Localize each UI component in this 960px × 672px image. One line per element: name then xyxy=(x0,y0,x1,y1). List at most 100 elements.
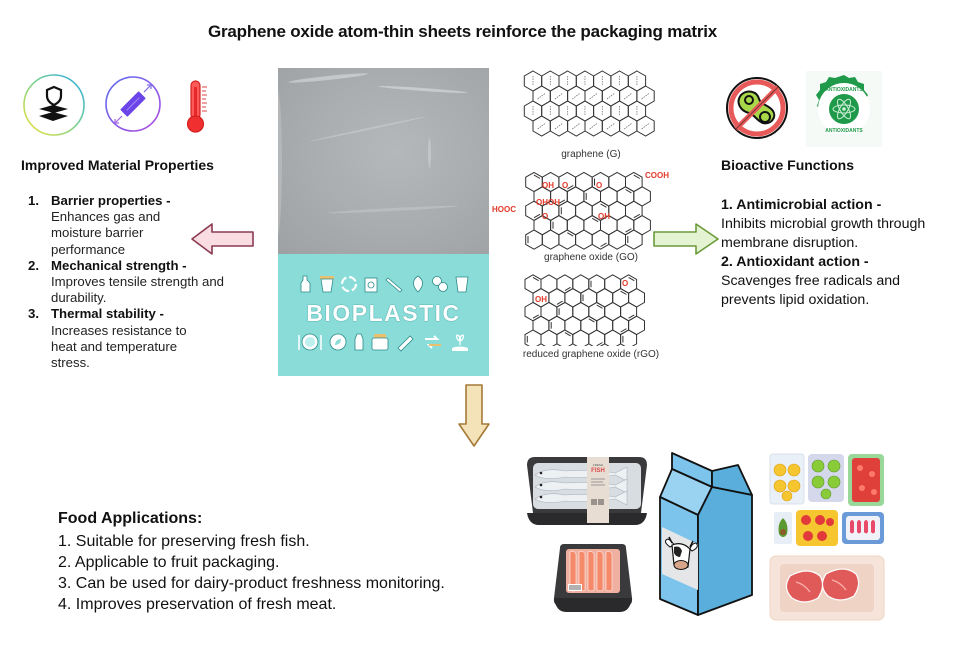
double-bond xyxy=(564,286,571,292)
food-application-item: 2. Applicable to fruit packaging. xyxy=(58,554,280,571)
hexagon-ring xyxy=(572,329,590,346)
delocalized-bond xyxy=(606,92,616,100)
property-number: 1. xyxy=(28,193,39,208)
tube-icon xyxy=(384,277,403,293)
hexagon-ring xyxy=(588,329,606,346)
hexagon-ring xyxy=(549,115,569,137)
double-bond xyxy=(596,304,603,309)
delocalized-bond xyxy=(572,122,581,130)
property-item-mechanical: 2. Mechanical strength - Improves tensil… xyxy=(28,258,243,307)
hand-sprout-icon xyxy=(452,334,468,351)
delocalized-bond xyxy=(572,92,581,100)
barrier-layers-shield-icon xyxy=(23,74,85,136)
container-icon xyxy=(371,334,389,351)
hexagon-ring xyxy=(575,229,593,250)
bioactive-functions-heading: Bioactive Functions xyxy=(721,157,855,173)
property-item-barrier: 1. Barrier properties - Enhances gas and… xyxy=(28,193,243,258)
graphene-structure-diagram xyxy=(523,70,655,137)
delocalized-bond xyxy=(554,92,564,100)
oh-group-label: OH xyxy=(536,198,548,207)
double-bond xyxy=(633,213,641,219)
hexagon-lattice xyxy=(523,70,655,137)
fish-label-top: FRESH xyxy=(593,463,603,467)
double-bond xyxy=(532,314,539,319)
delocalized-bond xyxy=(537,92,546,100)
delocalized-bond xyxy=(589,92,598,100)
oh-group-label: OH xyxy=(598,212,610,221)
bioplastic-icons-bottom xyxy=(298,332,470,352)
delocalized-bond xyxy=(554,122,564,130)
tensile-strength-stretch-icon xyxy=(105,76,161,132)
delocalized-bond xyxy=(624,122,633,130)
thermometer-icon xyxy=(186,80,207,133)
double-bond xyxy=(625,189,632,194)
oh-group-label: OH xyxy=(535,295,547,304)
hexagon-lattice xyxy=(525,171,651,250)
fish-tray-illustration: FRESH FISH xyxy=(527,457,647,525)
double-bond xyxy=(567,232,574,237)
arrow-down-icon xyxy=(458,384,490,447)
property-title: Barrier properties - xyxy=(51,193,171,208)
double-bond xyxy=(620,290,627,295)
food-application-item: 3. Can be used for dairy-product freshne… xyxy=(58,575,445,592)
hexagon-ring xyxy=(540,329,558,346)
hexagon-ring xyxy=(620,329,638,346)
double-bond xyxy=(628,314,635,319)
property-description: Improves tensile strength and durability… xyxy=(51,274,224,306)
cooh-group-label: COOH xyxy=(645,171,669,180)
badge-text-top: ANTIOXIDANTS xyxy=(825,87,863,93)
delocalized-bond xyxy=(624,92,633,100)
property-number: 2. xyxy=(28,257,39,273)
double-bond xyxy=(564,332,571,337)
hexagon-ring xyxy=(532,115,551,137)
delocalized-bond xyxy=(641,122,650,130)
hexagon-ring xyxy=(556,329,574,346)
jar-icon xyxy=(365,277,378,293)
graphene-oxide-caption: graphene oxide (GO) xyxy=(544,252,638,263)
arrow-left-icon xyxy=(191,223,254,255)
hexagon-ring xyxy=(619,115,638,137)
oh-group-label: OH xyxy=(548,198,560,207)
delocalized-bond xyxy=(589,122,598,130)
function-title-antimicrobial: 1. Antimicrobial action - xyxy=(721,197,882,213)
figure-title: Graphene oxide atom-thin sheets reinforc… xyxy=(207,22,718,41)
bottle-icon xyxy=(300,275,311,293)
double-bond xyxy=(532,276,539,282)
double-bond xyxy=(628,276,635,282)
material-properties-icons xyxy=(22,73,222,136)
hexagon-ring xyxy=(604,329,622,346)
hexagon-lattice xyxy=(524,274,645,346)
bioplastic-banner: BIOPLASTIC xyxy=(278,254,489,376)
double-bond xyxy=(633,174,641,179)
badge-text-bottom: ANTIOXIDANTS xyxy=(825,128,863,134)
property-number: 3. xyxy=(28,306,39,322)
double-bond xyxy=(620,328,627,333)
shaker-icon xyxy=(354,333,364,351)
function-description-antimicrobial: Inhibits microbial growth through membra… xyxy=(721,216,926,251)
food-applications-heading: Food Applications: xyxy=(58,510,203,527)
hexagon-ring xyxy=(567,115,586,137)
milk-carton-illustration xyxy=(659,452,753,616)
antioxidants-badge-icon: ANTIOXIDANTS ANTIOXIDANTS xyxy=(806,71,882,147)
bioplastic-icons-top xyxy=(298,274,470,294)
property-item-thermal: 3. Thermal stability - Increases resista… xyxy=(28,306,243,371)
hexagon-ring xyxy=(625,229,643,250)
double-bond xyxy=(591,217,599,223)
cup-icon xyxy=(320,276,335,293)
graphene-film-photo xyxy=(278,68,489,254)
cup-icon xyxy=(455,276,469,293)
hexagon-ring xyxy=(636,115,655,137)
bottle-tilted-icon xyxy=(397,335,414,352)
property-description: Increases resistance to heat and tempera… xyxy=(51,322,187,371)
bioactive-functions-list: 1. Antimicrobial action - Inhibits micro… xyxy=(721,196,951,310)
no-bacteria-icon xyxy=(726,77,788,139)
leaf-icon xyxy=(412,275,423,293)
food-application-item: 1. Suitable for preserving fresh fish. xyxy=(58,533,310,550)
double-bond xyxy=(600,242,607,247)
property-title: Mechanical strength - xyxy=(51,257,187,273)
double-bond xyxy=(533,174,541,179)
arrow-right-icon xyxy=(653,223,719,255)
leaf-plate-icon xyxy=(329,333,347,351)
delocalized-bond xyxy=(641,92,650,100)
graphene-caption: graphene (G) xyxy=(561,149,621,160)
